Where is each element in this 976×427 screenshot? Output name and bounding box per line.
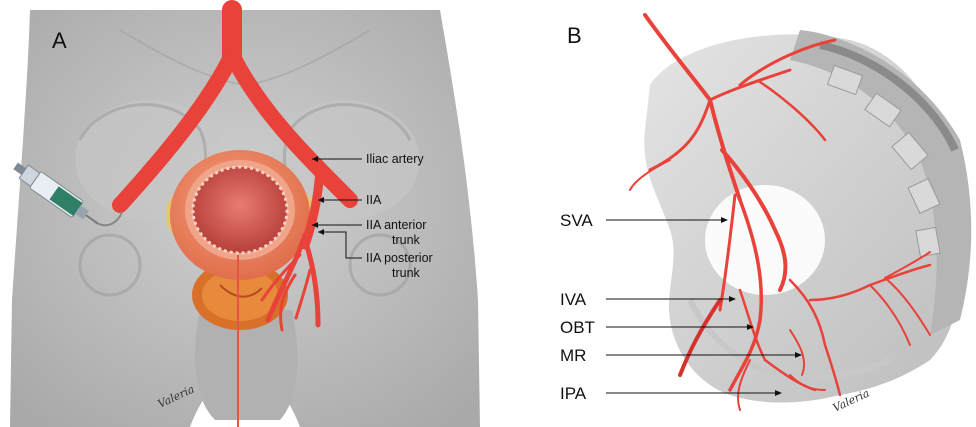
panel-b-letter: B [567,23,582,48]
panel-b-illustration: Valeria B SVA IVA OBT MR IPA [490,0,976,427]
label-sva: SVA [560,211,593,230]
label-iliac-artery: Iliac artery [366,152,424,166]
panel-b: Valeria B SVA IVA OBT MR IPA [490,0,976,427]
bladder [170,150,310,280]
label-iia: IIA [366,193,382,207]
label-iia-posterior-trunk: trunk [392,266,421,280]
label-iva: IVA [560,290,587,309]
label-mr: MR [560,346,586,365]
label-iia-anterior: IIA anterior [366,218,426,232]
obturator-foramen [705,185,825,295]
label-obt: OBT [560,318,595,337]
panel-a: Valeria A Iliac artery IIA IIA anterior … [0,0,490,427]
label-iia-posterior: IIA posterior [366,251,433,265]
panel-a-letter: A [52,28,67,53]
label-iia-anterior-trunk: trunk [392,233,421,247]
panel-a-illustration: Valeria A Iliac artery IIA IIA anterior … [0,0,490,427]
label-ipa: IPA [560,384,587,403]
